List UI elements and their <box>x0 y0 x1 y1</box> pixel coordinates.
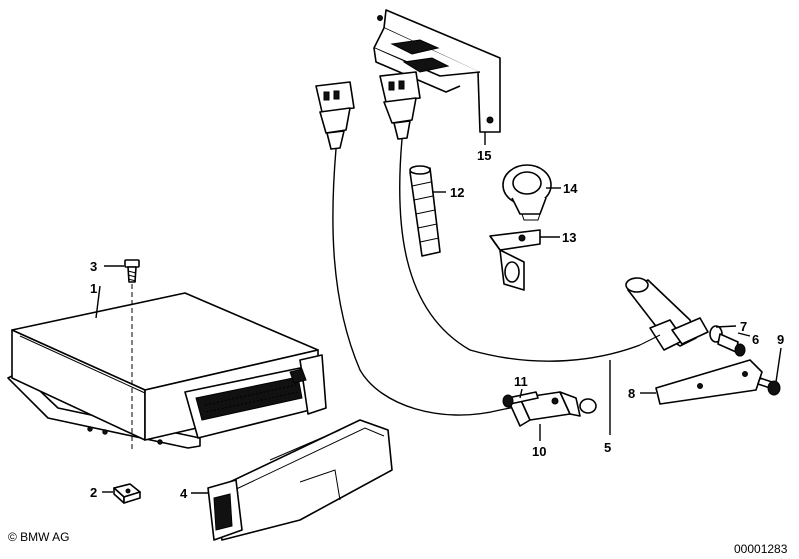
bracket-15 <box>373 9 501 133</box>
callout-9: 9 <box>777 332 784 347</box>
copyright-text: © BMW AG <box>8 530 70 544</box>
callout-1: 1 <box>90 281 97 296</box>
screw-3 <box>124 259 140 450</box>
callout-3: 3 <box>90 259 97 274</box>
callout-12: 12 <box>450 185 464 200</box>
callout-6: 6 <box>752 332 759 347</box>
control-unit <box>7 292 327 449</box>
leader-lines <box>95 132 782 494</box>
screw-6 <box>709 325 746 357</box>
screw-9 <box>757 377 781 396</box>
harness-cable <box>315 71 641 416</box>
callout-4: 4 <box>180 486 188 501</box>
sleeve-12 <box>409 165 441 257</box>
sensor-7 <box>625 277 709 351</box>
clip-14 <box>502 164 552 221</box>
callout-14: 14 <box>563 181 578 196</box>
callout-8: 8 <box>628 386 635 401</box>
callout-2: 2 <box>90 485 97 500</box>
callout-7: 7 <box>740 319 747 334</box>
callout-11: 11 <box>514 374 528 389</box>
diagram-number: 00001283 <box>734 542 788 556</box>
callout-5: 5 <box>604 440 611 455</box>
clip-nut-2 <box>113 483 141 504</box>
callout-15: 15 <box>477 148 491 163</box>
sensor-10 <box>509 391 597 427</box>
callout-13: 13 <box>562 230 576 245</box>
callout-labels: 1 2 3 4 5 6 7 8 9 10 11 12 13 14 15 <box>90 148 784 501</box>
cover-4 <box>207 419 393 541</box>
callout-10: 10 <box>532 444 546 459</box>
bolt-11 <box>502 391 539 408</box>
holder-13 <box>489 229 541 291</box>
plate-8 <box>655 359 763 405</box>
